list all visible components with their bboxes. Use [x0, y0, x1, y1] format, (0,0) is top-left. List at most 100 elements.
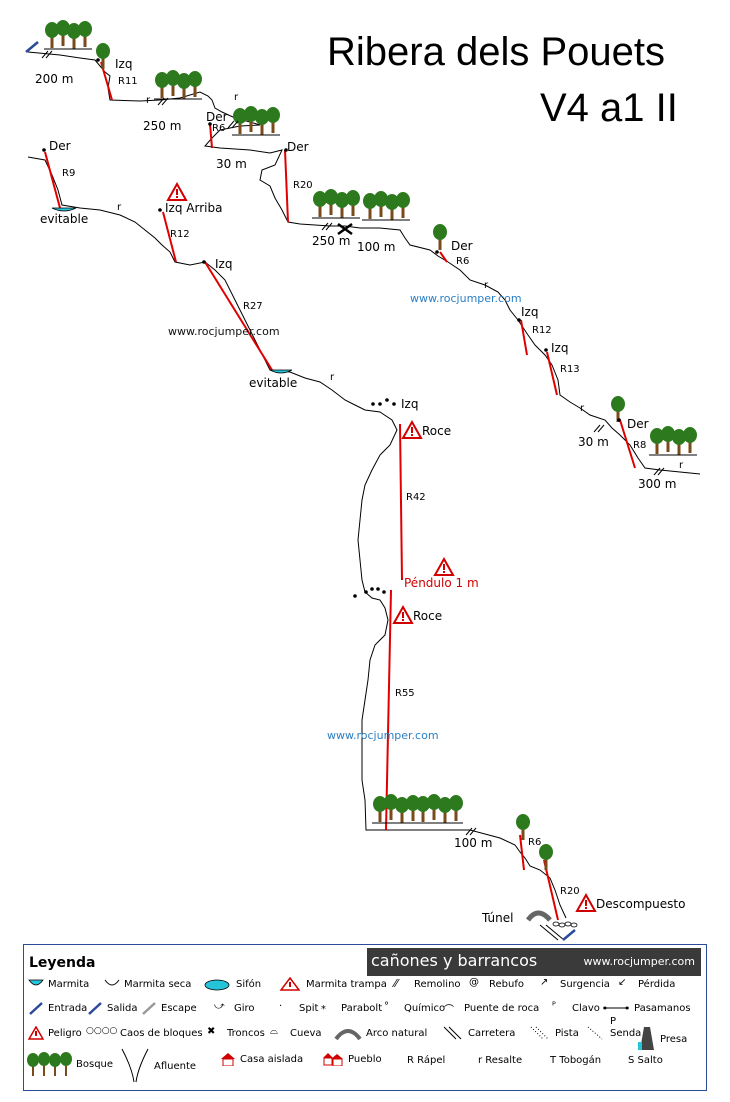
tunnel-label: Túnel: [482, 911, 514, 925]
legend-entrada: Entrada: [28, 1001, 87, 1015]
side-label: Izq Arriba: [165, 201, 223, 215]
rappel-label: R42: [406, 492, 426, 503]
legend-pueblo: Pueblo: [322, 1052, 382, 1066]
rebufo-icon: @: [469, 977, 479, 988]
danger-icon: [28, 1026, 44, 1040]
resalte-label: r: [330, 372, 335, 383]
track-icon: [530, 1026, 549, 1040]
legend-resalte: r Resalte: [478, 1055, 523, 1066]
legend-salida: Salida: [87, 1001, 138, 1015]
pendulum-label: Péndulo 1 m: [404, 576, 479, 590]
rock-bridge-icon: ⌒: [444, 1005, 454, 1016]
legend-giro: ⤻ Giro: [214, 1001, 255, 1014]
escape-icon: [142, 1002, 156, 1015]
village-icon: [323, 1053, 343, 1066]
entrance-icon: [29, 1002, 43, 1015]
marmita-icon: [28, 979, 44, 986]
turn-icon: ⤻: [214, 1001, 225, 1012]
distance-label: 100 m: [357, 240, 396, 254]
side-label: Izq: [215, 257, 233, 271]
rappel-label: R20: [293, 180, 313, 191]
legend-caos-bloques: ○○○○ Caos de bloques: [86, 1026, 203, 1039]
side-label: Izq: [521, 305, 539, 319]
natural-arch-icon: [334, 1029, 362, 1040]
house-icon: [221, 1053, 235, 1066]
resalte-label: r: [580, 403, 585, 414]
rappel-label: R20: [560, 886, 580, 897]
legend-presa: Presa: [638, 1026, 687, 1052]
distance-label: 30 m: [216, 157, 247, 171]
exit-icon: [88, 1002, 102, 1015]
legend-afluente: Afluente: [120, 1048, 196, 1084]
dam-icon: [638, 1027, 654, 1050]
rappel-label: R27: [243, 301, 263, 312]
legend-peligro: Peligro: [28, 1026, 82, 1040]
legend-clavo: ᴾ Clavo: [552, 1001, 600, 1014]
legend-sifon: Sifón: [202, 977, 261, 991]
legend-surgencia: ↗ Surgencia: [540, 977, 610, 990]
resalte-label: r: [117, 202, 122, 213]
boulders-icon: ○○○○: [86, 1026, 118, 1036]
rappel-label: R55: [395, 688, 415, 699]
brand-name: cañones y barrancos: [371, 951, 538, 970]
legend-casa-aislada: Casa aislada: [220, 1052, 303, 1066]
logs-icon: ✖: [207, 1026, 216, 1037]
brand-banner: cañones y barrancos www.rocjumper.com: [367, 948, 701, 976]
distance-label: 100 m: [454, 836, 493, 850]
distance-label: 300 m: [638, 477, 677, 491]
forest-icon: [27, 1052, 72, 1076]
legend-perdida: ↙ Pérdida: [618, 977, 676, 990]
rappel-label: R9: [62, 168, 76, 179]
loss-icon: ↙: [618, 977, 627, 988]
rappel-label: R11: [118, 76, 138, 87]
legend-rebufo: @ Rebufo: [469, 977, 524, 990]
legend-title: Leyenda: [29, 955, 96, 971]
legend-parabolt: ⁎ Parabolt: [321, 1001, 383, 1014]
evitable-label: evitable: [40, 212, 89, 226]
legend-escape: Escape: [141, 1001, 197, 1015]
legend-carretera: Carretera: [442, 1026, 515, 1040]
watermark: www.rocjumper.com: [410, 292, 522, 305]
side-label: Der: [206, 110, 228, 124]
side-label: Izq: [401, 397, 419, 411]
side-label: Der: [287, 140, 309, 154]
dry-pothole-icon: [104, 979, 120, 986]
rappel-label: R8: [633, 440, 647, 451]
rappel-label: R12: [170, 229, 190, 240]
legend-salto: S Salto: [628, 1055, 663, 1066]
legend-remolino: ⁄⁄ Remolino: [394, 977, 461, 990]
legend-pasamanos-p: P: [610, 1016, 617, 1027]
handline-icon: [603, 1006, 629, 1010]
roce-label: Roce: [422, 424, 452, 438]
canyon-name: Ribera dels Pouets: [327, 30, 665, 74]
legend-quimico: ° Químico: [384, 1001, 446, 1014]
side-label: Der: [49, 139, 71, 153]
legend-box: Leyenda cañones y barrancos www.rocjumpe…: [23, 944, 707, 1091]
roce-label: Roce: [413, 609, 443, 623]
rappel-label: R13: [560, 364, 580, 375]
legend-cueva: ⌓ Cueva: [270, 1026, 322, 1039]
spring-icon: ↗: [540, 977, 549, 988]
brand-url: www.rocjumper.com: [583, 955, 695, 968]
siphon-icon: [204, 979, 230, 991]
distance-label: 250 m: [143, 119, 182, 133]
trap-pothole-icon: [279, 977, 301, 991]
resalte-label: r: [484, 280, 489, 291]
distance-label: 30 m: [578, 435, 609, 449]
resalte-label: r: [234, 92, 239, 103]
legend-pasamanos: Pasamanos: [602, 1001, 691, 1015]
side-label: Izq: [115, 57, 133, 71]
resalte-label: r: [146, 95, 151, 106]
parabolt-icon: ⁎: [321, 1001, 326, 1012]
side-label: Izq: [551, 341, 569, 355]
distance-label: 250 m: [312, 234, 351, 248]
legend-spit: · Spit: [279, 1001, 319, 1014]
whirlpool-icon: ⁄⁄: [394, 977, 398, 990]
legend-senda: Senda: [586, 1026, 641, 1040]
spit-icon: ·: [279, 1001, 283, 1012]
canyon-grade: V4 a1 II: [540, 86, 678, 130]
watermark: www.rocjumper.com: [327, 729, 439, 742]
side-label: Der: [451, 239, 473, 253]
